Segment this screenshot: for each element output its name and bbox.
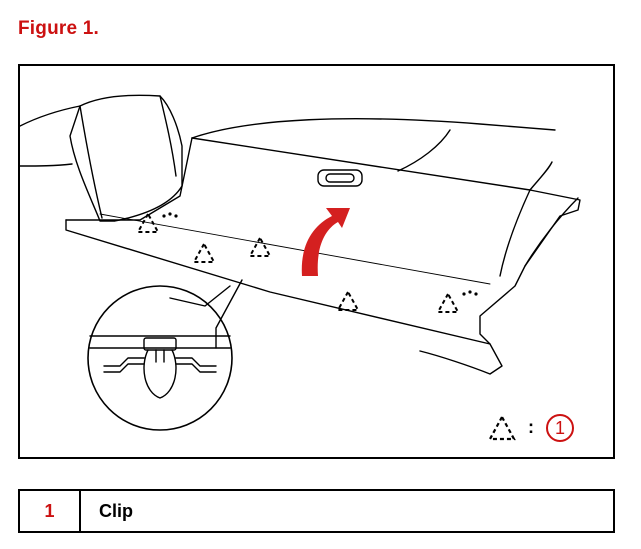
clip-marker-icon (192, 241, 216, 263)
trim-handle (317, 169, 363, 187)
seat-back-outline (69, 94, 183, 222)
clip-marker-icon (136, 211, 160, 233)
lift-direction-arrow (301, 208, 350, 276)
upper-panel-edge (191, 118, 556, 139)
trim-panel-lower-edge (65, 219, 503, 375)
clip-marker-icon (436, 291, 460, 313)
clip-marker-icon (336, 289, 360, 311)
figure-illustration: : 1 (18, 64, 615, 459)
clip-marker-icon (248, 235, 272, 257)
parts-table: 1 Clip (18, 489, 615, 533)
trunk-trim-drawing (20, 94, 581, 431)
clip-markers (136, 211, 460, 313)
parts-table-name: Clip (99, 500, 133, 521)
inset-detail-circle (87, 285, 233, 431)
dashed-triangle-icon (488, 414, 516, 441)
parts-table-number: 1 (20, 491, 81, 531)
figure-title: Figure 1. (18, 18, 99, 39)
legend-separator: : (528, 417, 534, 437)
legend-callout-number: 1 (546, 414, 574, 442)
clip-head (143, 337, 177, 351)
trim-top-edge (191, 137, 531, 191)
clip-body (143, 349, 177, 399)
legend: : 1 (482, 411, 582, 447)
